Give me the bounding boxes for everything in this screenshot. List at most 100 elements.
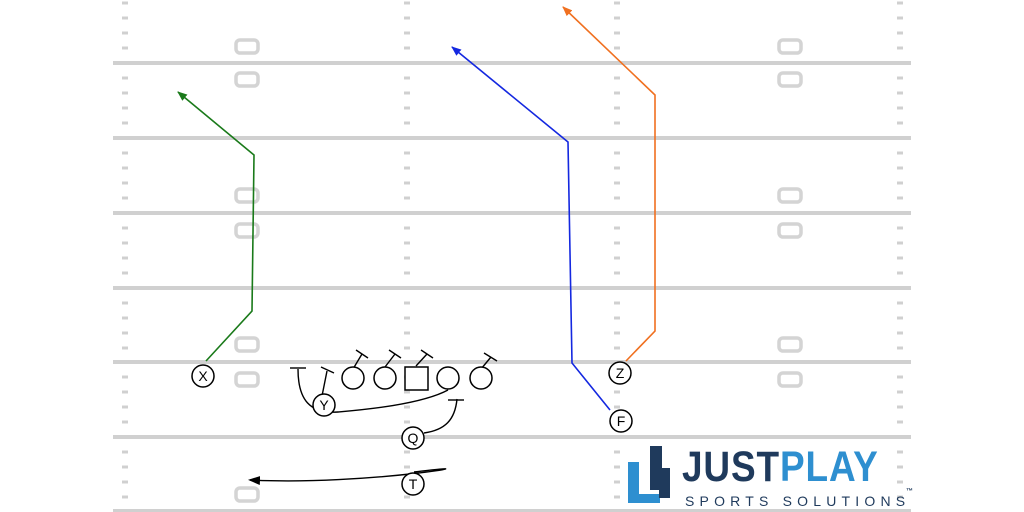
block-lineman-2 xyxy=(384,353,396,368)
hash-mark xyxy=(897,480,903,484)
hash-mark xyxy=(404,106,410,110)
hash-mark xyxy=(614,495,620,499)
hash-mark xyxy=(897,346,903,350)
lineman xyxy=(436,366,460,390)
hash-mark xyxy=(122,106,128,110)
hash-mark xyxy=(404,196,410,200)
hash-mark xyxy=(614,241,620,245)
hash-mark xyxy=(897,121,903,125)
center xyxy=(404,366,429,391)
hash-mark xyxy=(122,301,128,305)
hash-mark xyxy=(614,405,620,409)
hash-mark xyxy=(122,31,128,35)
hash-mark xyxy=(614,91,620,95)
hash-mark xyxy=(614,256,620,260)
hash-mark xyxy=(897,106,903,110)
hash-mark xyxy=(404,181,410,185)
hash-mark xyxy=(614,390,620,394)
hash-mark xyxy=(897,256,903,260)
hash-mark xyxy=(404,226,410,230)
hash-mark xyxy=(122,121,128,125)
block-lineman-4-arc xyxy=(297,368,449,413)
x-route xyxy=(177,91,255,362)
player-x-label: X xyxy=(198,368,208,384)
hash-mark xyxy=(122,420,128,424)
hash-mark xyxy=(122,151,128,155)
hash-mark xyxy=(122,256,128,260)
lineman xyxy=(469,366,493,390)
hash-mark xyxy=(122,405,128,409)
hash-mark xyxy=(404,46,410,50)
hash-mark xyxy=(897,495,903,499)
block-y xyxy=(321,370,328,397)
hash-mark xyxy=(614,450,620,454)
hash-mark xyxy=(404,166,410,170)
hash-mark xyxy=(122,450,128,454)
yard-numbers xyxy=(234,38,803,503)
hash-mark xyxy=(897,450,903,454)
hash-mark xyxy=(404,301,410,305)
hash-mark xyxy=(614,76,620,80)
logo-word-play: PLAY xyxy=(779,443,879,491)
hash-mark xyxy=(614,346,620,350)
hash-mark xyxy=(897,196,903,200)
logo-tagline: SPORTS SOLUTIONS xyxy=(685,493,911,509)
hash-mark xyxy=(614,31,620,35)
hash-mark xyxy=(614,46,620,50)
player-f-label: F xyxy=(617,413,626,429)
hash-mark xyxy=(897,46,903,50)
hash-mark xyxy=(122,241,128,245)
hash-mark xyxy=(614,1,620,5)
hash-mark xyxy=(404,420,410,424)
hash-mark xyxy=(404,241,410,245)
hash-mark xyxy=(122,375,128,379)
hash-mark xyxy=(404,16,410,20)
hash-mark xyxy=(122,166,128,170)
hash-mark xyxy=(404,121,410,125)
hash-mark xyxy=(897,226,903,230)
hash-mark xyxy=(122,271,128,275)
hash-mark xyxy=(404,31,410,35)
player-q: Q xyxy=(401,426,425,450)
hash-mark xyxy=(614,226,620,230)
logo-trademark: ™ xyxy=(906,488,913,495)
hash-mark xyxy=(404,405,410,409)
hash-mark xyxy=(897,76,903,80)
block-q-arc xyxy=(423,398,458,434)
hash-mark xyxy=(122,16,128,20)
hash-mark xyxy=(404,331,410,335)
hash-mark xyxy=(614,316,620,320)
hash-mark xyxy=(897,271,903,275)
hash-mark xyxy=(122,346,128,350)
hash-marks xyxy=(122,1,903,499)
hash-mark xyxy=(897,331,903,335)
hash-mark xyxy=(404,151,410,155)
hash-mark xyxy=(122,465,128,469)
players: X Y Q T Z xyxy=(191,361,633,496)
hash-mark xyxy=(614,151,620,155)
player-z: Z xyxy=(608,361,632,385)
hash-mark xyxy=(122,76,128,80)
hash-mark xyxy=(897,31,903,35)
hash-mark xyxy=(122,480,128,484)
hash-mark xyxy=(122,181,128,185)
hash-mark xyxy=(614,480,620,484)
yard-lines xyxy=(113,61,911,512)
blocks xyxy=(290,349,498,434)
hash-mark xyxy=(614,465,620,469)
hash-mark xyxy=(897,181,903,185)
hash-mark xyxy=(897,16,903,20)
hash-mark xyxy=(897,241,903,245)
hash-mark xyxy=(404,390,410,394)
hash-mark xyxy=(897,166,903,170)
hash-mark xyxy=(897,1,903,5)
player-y: Y xyxy=(312,393,336,417)
hash-mark xyxy=(897,301,903,305)
hash-mark xyxy=(897,465,903,469)
f-route xyxy=(451,46,611,411)
hash-mark xyxy=(122,91,128,95)
hash-mark xyxy=(614,196,620,200)
player-f: F xyxy=(609,409,633,433)
hash-mark xyxy=(404,450,410,454)
hash-mark xyxy=(122,495,128,499)
